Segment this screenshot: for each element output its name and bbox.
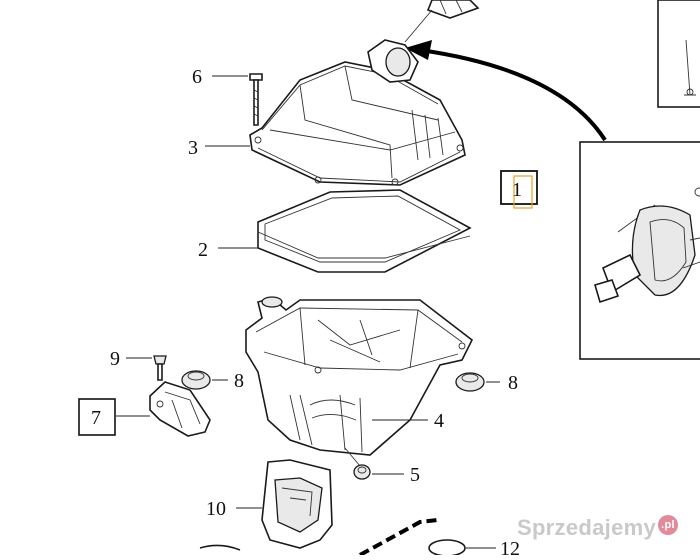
callout-3: 3 — [188, 137, 198, 159]
part-7-bracket — [78, 381, 211, 437]
inset-top-right — [657, 0, 700, 108]
part-2-filter-element — [218, 189, 472, 273]
callout-7: 7 — [91, 407, 101, 429]
callout-5: 5 — [410, 464, 420, 486]
callout-box-7 — [78, 398, 116, 436]
pointer-arrow — [405, 40, 607, 142]
callout-9: 9 — [110, 348, 120, 370]
callout-1: 1 — [512, 179, 522, 201]
part-10-duct — [236, 459, 333, 549]
callout-2: 2 — [198, 239, 208, 261]
part-9-screw — [126, 355, 167, 381]
part-12-ring — [199, 518, 496, 557]
callout-4: 4 — [434, 410, 444, 432]
callout-8-right: 8 — [508, 372, 518, 394]
inset-sensor-detail — [579, 141, 700, 360]
watermark-text: Sprzedajemy — [516, 515, 656, 540]
part-3-housing-cover — [205, 0, 480, 186]
part-6-bolt — [212, 73, 263, 126]
part-5-grommet — [344, 447, 404, 480]
callout-6: 6 — [192, 66, 202, 88]
watermark-badge: .pl — [658, 515, 678, 535]
part-8-mount-right — [455, 372, 500, 392]
callout-10: 10 — [206, 498, 226, 520]
watermark: Sprzedajemy.pl — [517, 515, 678, 541]
highlight-marker — [513, 175, 533, 209]
part-8-mount-left — [181, 370, 228, 390]
callout-8-left: 8 — [234, 370, 244, 392]
part-4-lower-housing — [245, 296, 474, 456]
